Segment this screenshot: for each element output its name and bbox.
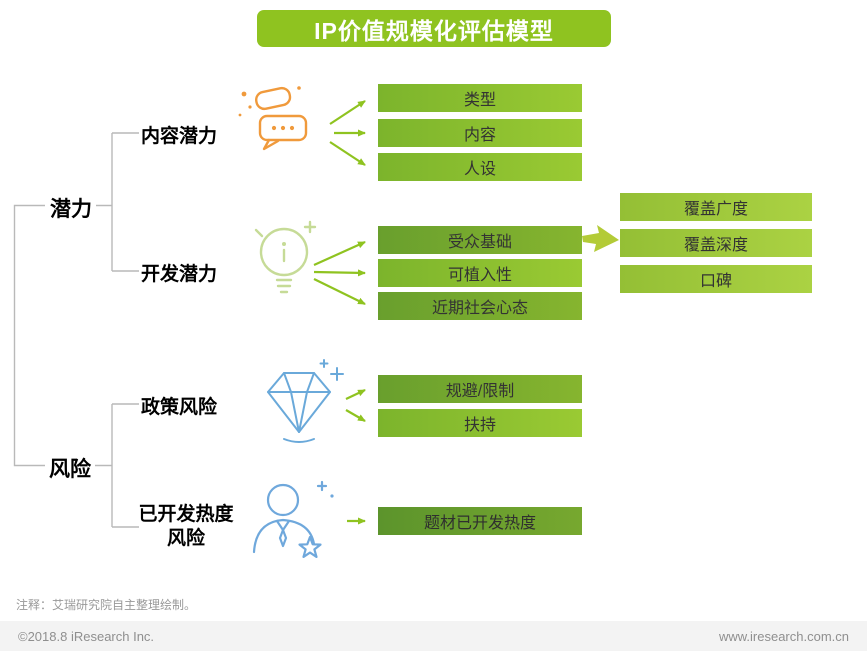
box-implantability: 可植入性 <box>378 259 582 287</box>
box-persona: 人设 <box>378 153 582 181</box>
box-coverage-depth: 覆盖深度 <box>620 229 812 257</box>
person-icon <box>236 474 344 572</box>
node-developed-heat-risk: 已开发热度 风险 <box>128 503 244 551</box>
node-potential: 潜力 <box>50 198 92 221</box>
diamond-icon <box>250 358 350 448</box>
box-reputation: 口碑 <box>620 265 812 293</box>
box-content: 内容 <box>378 119 582 147</box>
box-support: 扶持 <box>378 409 582 437</box>
box-audience-base: 受众基础 <box>378 226 582 254</box>
node-label-line1: 已开发热度 <box>138 504 234 525</box>
source-note: 注释：艾瑞研究院自主整理绘制。 <box>16 598 197 612</box>
node-risk: 风险 <box>49 458 91 481</box>
speech-bubbles-icon <box>232 84 332 168</box>
node-develop-potential: 开发潜力 <box>141 264 218 285</box>
node-policy-risk: 政策风险 <box>141 397 218 418</box>
node-content-potential: 内容潜力 <box>141 126 218 147</box>
box-restriction: 规避/限制 <box>378 375 582 403</box>
page-title: IP价值规模化评估模型 <box>257 10 611 47</box>
copyright-text: ©2018.8 iResearch Inc. <box>18 628 155 644</box>
footer-bar: ©2018.8 iResearch Inc. www.iresearch.com… <box>0 621 867 651</box>
website-url: www.iresearch.com.cn <box>718 628 849 644</box>
box-type: 类型 <box>378 84 582 112</box>
box-coverage-breadth: 覆盖广度 <box>620 193 812 221</box>
node-label-line2: 风险 <box>166 528 205 549</box>
chevron-arrow-icon <box>582 225 619 252</box>
lightbulb-icon <box>246 216 326 308</box>
box-social-mindset: 近期社会心态 <box>378 292 582 320</box>
box-developed-heat: 题材已开发热度 <box>378 507 582 535</box>
